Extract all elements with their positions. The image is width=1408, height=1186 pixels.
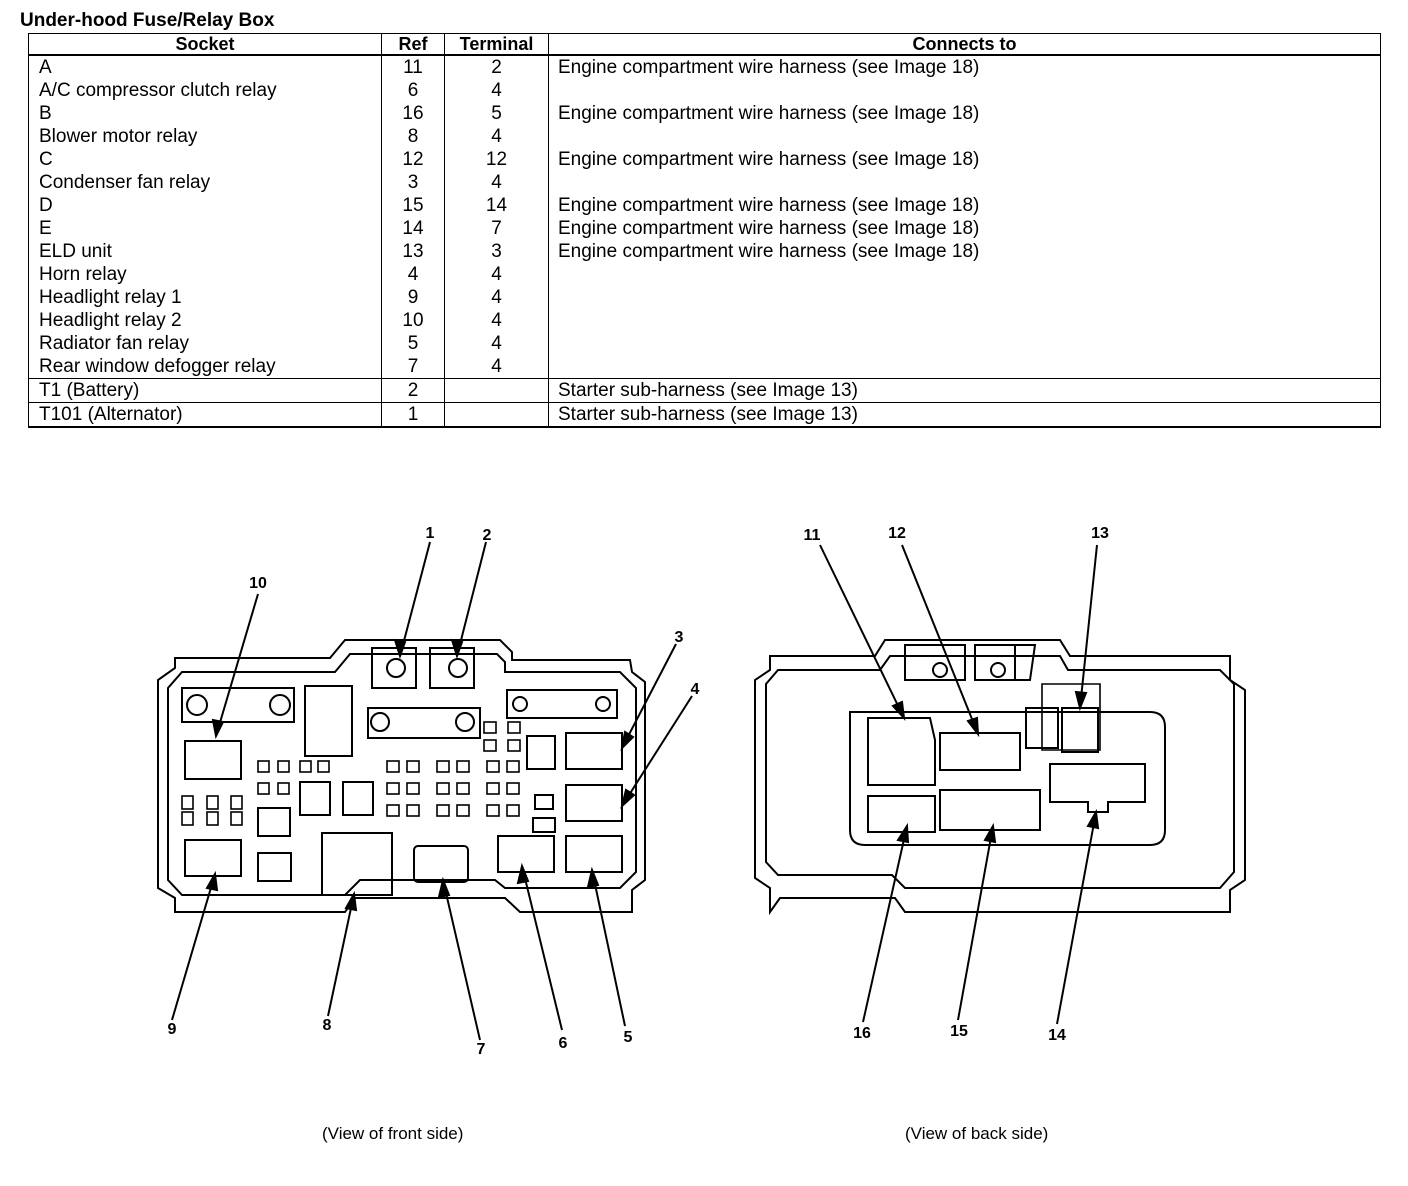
callout-16: 16 [853,1025,871,1042]
callout-4: 4 [691,681,700,698]
terminal-cell: 14 [444,194,549,217]
callout-3: 3 [675,629,684,646]
connects-to-cell: Engine compartment wire harness (see Ima… [548,240,1381,263]
socket-cell: Rear window defogger relay [28,355,382,379]
callout-8: 8 [323,1017,332,1034]
column-header-ref: Ref [381,33,445,56]
terminal-cell: 2 [444,55,549,79]
callout-14: 14 [1048,1027,1066,1044]
socket-cell: T1 (Battery) [28,378,382,403]
callout-13: 13 [1091,525,1109,542]
table-row: T101 (Alternator)1 Starter sub-harness (s… [28,402,1381,428]
socket-cell: A [28,55,382,79]
connects-to-cell [548,171,1381,194]
column-header-socket: Socket [28,33,382,56]
callout-1: 1 [426,525,435,542]
column-header-terminal: Terminal [444,33,549,56]
connects-to-cell [548,355,1381,379]
callout-6: 6 [559,1035,568,1052]
connects-to-cell [548,263,1381,286]
connects-to-cell [548,79,1381,102]
callout-11: 11 [804,527,821,544]
connects-to-cell [548,286,1381,309]
terminal-cell [444,402,549,428]
ref-cell: 2 [381,378,445,403]
socket-cell: T101 (Alternator) [28,402,382,428]
connects-to-cell [548,332,1381,355]
socket-cell: Condenser fan relay [28,171,382,194]
terminal-cell: 12 [444,148,549,171]
ref-cell: 1 [381,402,445,428]
socket-cell: D [28,194,382,217]
socket-cell: Radiator fan relay [28,332,382,355]
socket-cell: Headlight relay 1 [28,286,382,309]
socket-cell: A/C compressor clutch relay [28,79,382,102]
callout-10: 10 [249,575,267,592]
socket-cell: E [28,217,382,240]
connects-to-cell: Engine compartment wire harness (see Ima… [548,55,1381,79]
page-title: Under-hood Fuse/Relay Box [20,10,275,31]
front-view-caption: (View of front side) [322,1124,464,1143]
back-view-box [754,639,1246,916]
socket-cell: Horn relay [28,263,382,286]
connects-to-cell: Starter sub-harness (see Image 13) [548,402,1381,428]
back-view-caption: (View of back side) [905,1124,1049,1143]
socket-cell: Headlight relay 2 [28,309,382,332]
connects-to-cell: Engine compartment wire harness (see Ima… [548,102,1381,125]
callout-9: 9 [168,1021,177,1038]
column-header-connects-to: Connects to [548,33,1381,56]
callout-7: 7 [477,1041,486,1058]
ref-cell: 15 [381,194,445,217]
callout-15: 15 [950,1023,968,1040]
ref-cell: 11 [381,55,445,79]
connects-to-cell [548,125,1381,148]
ref-cell: 12 [381,148,445,171]
socket-cell: C [28,148,382,171]
callout-12: 12 [888,525,906,542]
callout-leader-lines [171,541,1100,1041]
front-view-box [157,639,646,913]
socket-cell: Blower motor relay [28,125,382,148]
callout-2: 2 [483,527,492,544]
ref-cell: 10 [381,309,445,332]
table-row: T1 (Battery)2 Starter sub-harness (see Im… [28,378,1381,403]
connects-to-cell: Engine compartment wire harness (see Ima… [548,194,1381,217]
connects-to-cell [548,309,1381,332]
socket-cell: ELD unit [28,240,382,263]
ref-cell: 14 [381,217,445,240]
connects-to-cell: Starter sub-harness (see Image 13) [548,378,1381,403]
table-header-row: Socket Ref Terminal Connects to [28,33,1381,56]
connects-to-cell: Engine compartment wire harness (see Ima… [548,217,1381,240]
callout-5: 5 [624,1029,633,1046]
connects-to-cell: Engine compartment wire harness (see Ima… [548,148,1381,171]
